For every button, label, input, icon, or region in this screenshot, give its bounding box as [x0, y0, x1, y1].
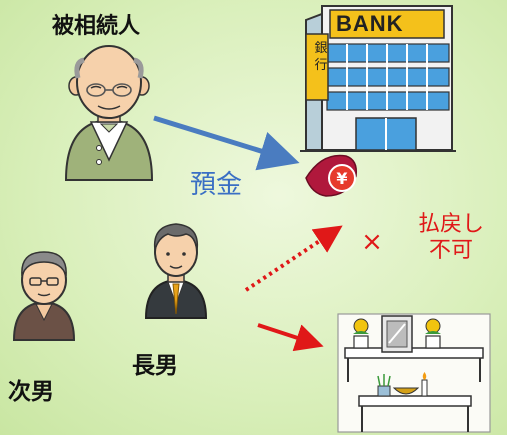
bank-sign: BANK	[336, 11, 404, 36]
deposit-label: 預金	[190, 170, 243, 200]
bank-kanji-1: 銀	[314, 41, 328, 56]
yen-wallet-icon	[305, 154, 358, 197]
refund-not-allowed-label: 払戻し 不可	[418, 212, 484, 264]
blocked-withdrawal-arrow	[244, 225, 343, 292]
cross-mark: ×	[361, 227, 383, 257]
bank-building-icon	[300, 5, 456, 152]
eldest-son-label: 長男	[132, 353, 178, 379]
butsudan-altar-icon	[337, 313, 491, 433]
refund-label-line2: 不可	[429, 238, 474, 263]
deposit-arrow	[153, 115, 300, 171]
deceased-label: 被相続人	[52, 14, 141, 39]
yen-symbol: ¥	[336, 169, 347, 188]
bank-kanji-2: 行	[314, 58, 328, 73]
refund-label-line1: 払戻し	[418, 212, 485, 237]
man-icon	[144, 223, 208, 319]
elderly-man-icon	[64, 45, 154, 181]
bank-vertical-sign: 銀 行	[313, 40, 329, 74]
man-icon	[12, 251, 76, 341]
second-son-label: 次男	[8, 379, 54, 405]
inheritance-arrow	[257, 323, 324, 352]
